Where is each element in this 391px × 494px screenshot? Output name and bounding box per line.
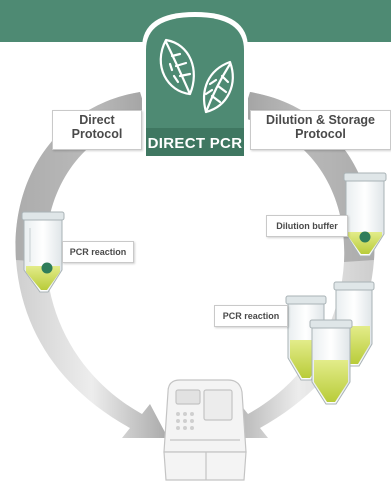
pcr-reaction-right-label: PCR reaction <box>214 305 288 327</box>
tube-icon <box>343 172 387 257</box>
direct-protocol-label: Direct Protocol <box>52 110 142 150</box>
leaves-icon <box>159 38 234 114</box>
tube-icon <box>309 319 353 405</box>
dilution-protocol-line1: Dilution & Storage <box>265 113 376 127</box>
direct-protocol-line2: Protocol <box>71 126 123 141</box>
direct-protocol-line1: Direct <box>79 113 115 127</box>
thermal-cycler-icon <box>163 379 247 481</box>
tube-icon <box>21 211 65 293</box>
dilution-buffer-label: Dilution buffer <box>266 215 348 237</box>
hub-title: DIRECT PCR <box>147 135 243 152</box>
pcr-reaction-left-label: PCR reaction <box>62 241 134 263</box>
dilution-protocol-label: Dilution & Storage Protocol <box>250 110 391 150</box>
dilution-protocol-line2: Protocol <box>295 126 346 141</box>
